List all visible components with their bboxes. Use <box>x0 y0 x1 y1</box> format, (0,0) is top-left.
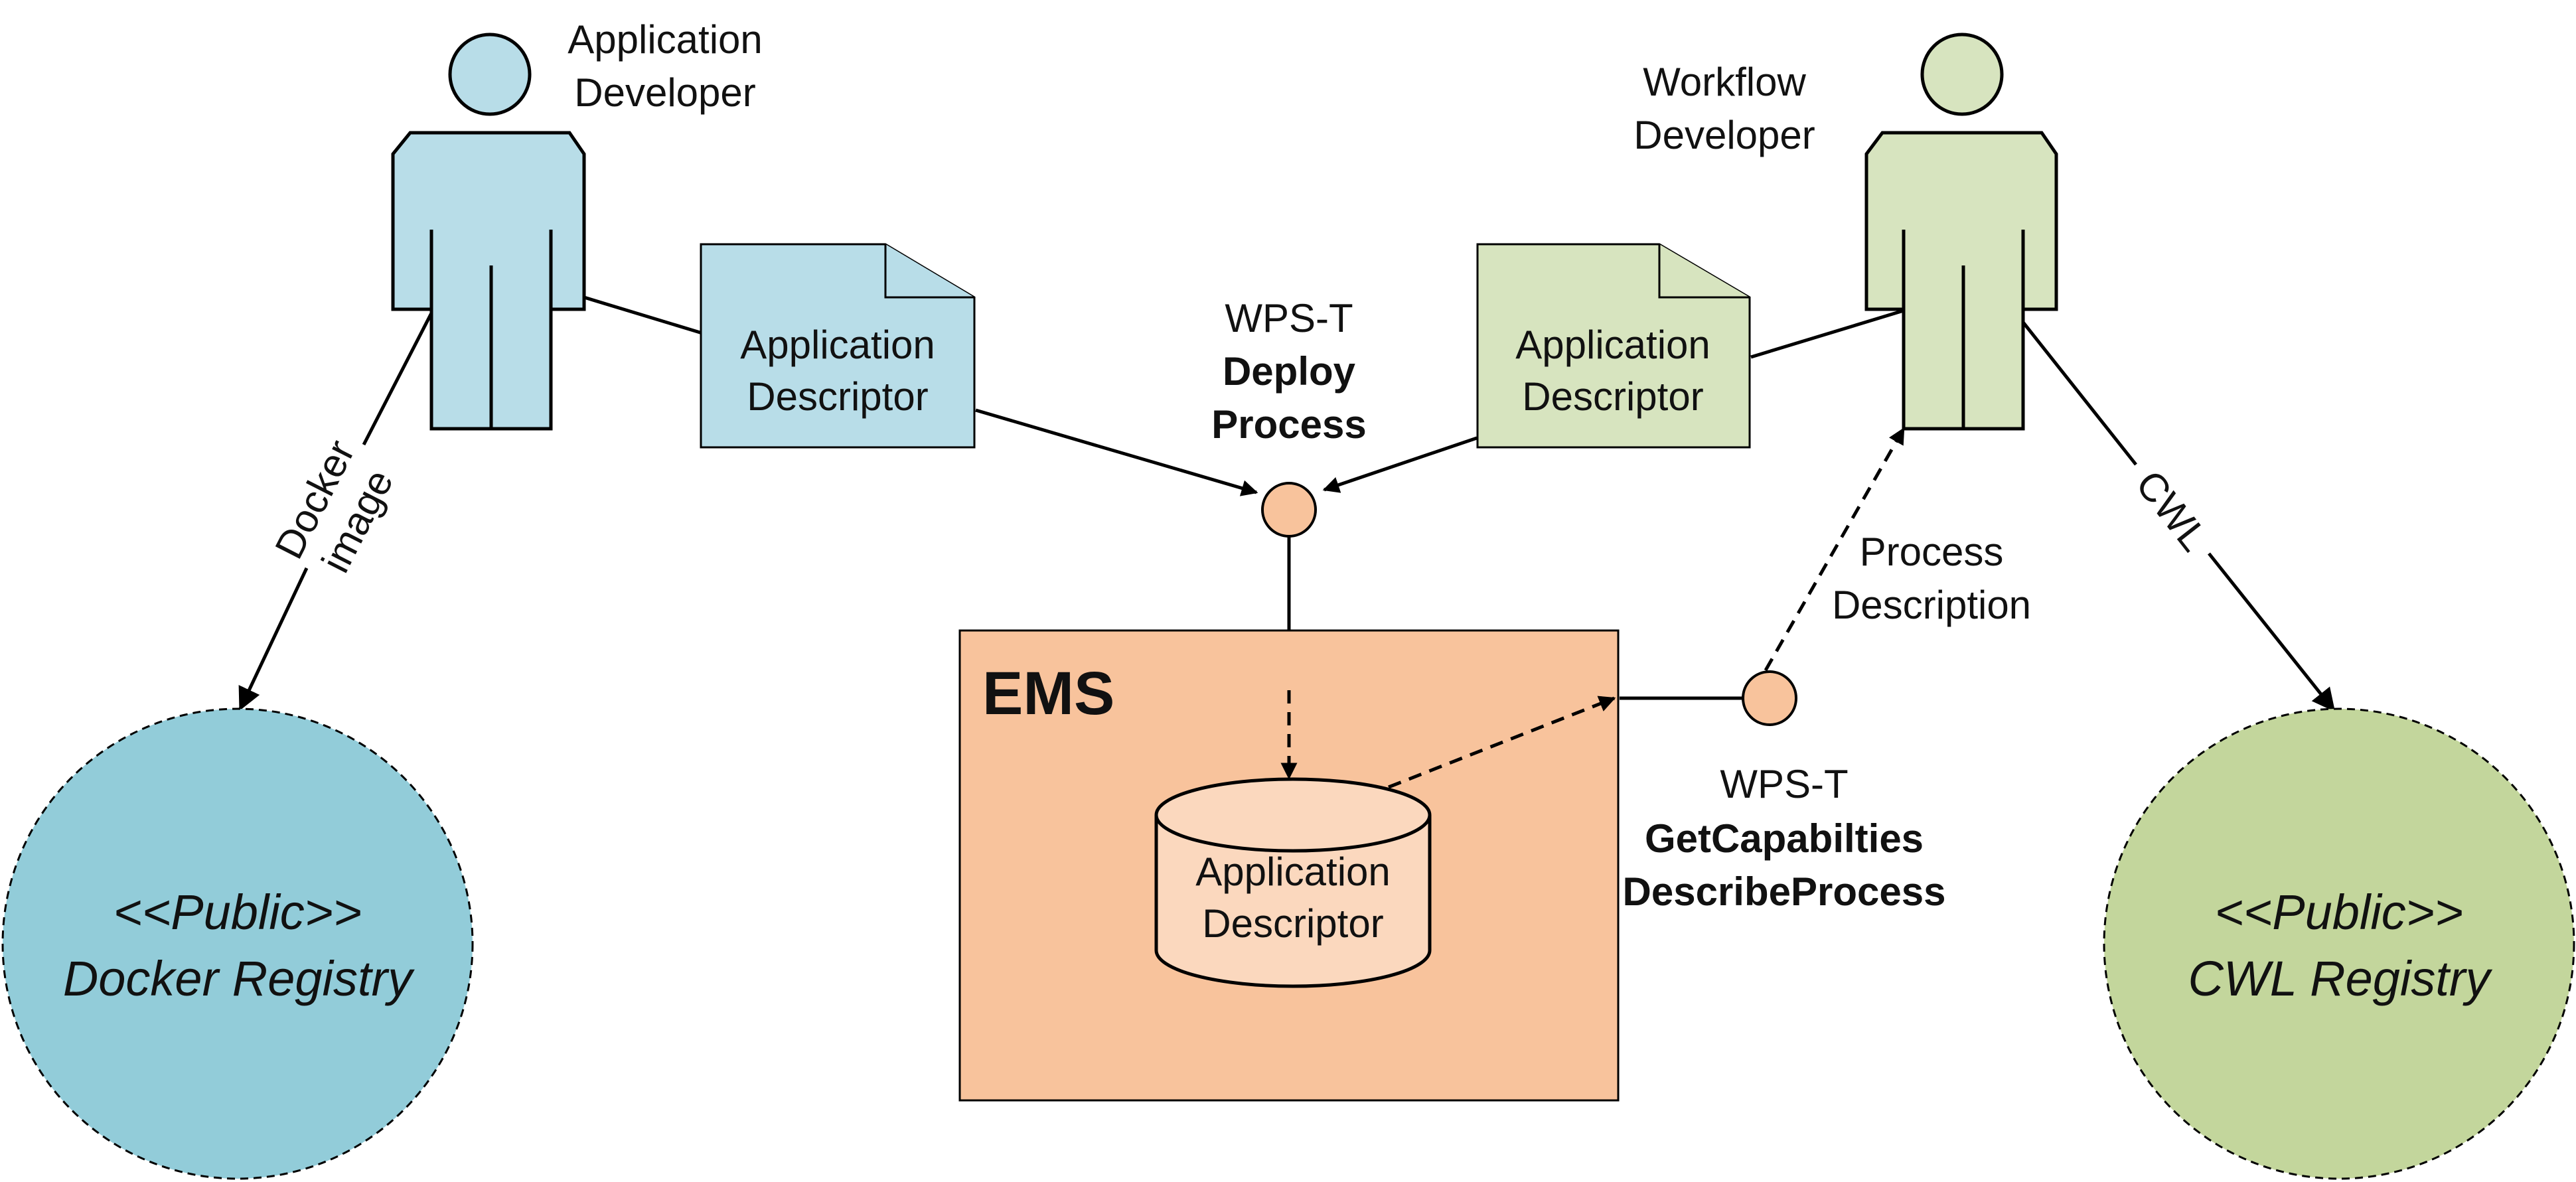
getcap-interface-op2: DescribeProcess <box>1623 869 1946 914</box>
cwl-registry: <<Public>> CWL Registry <box>2103 707 2575 1180</box>
deploy-interface-op2: Process <box>1211 402 1367 447</box>
edge-doc-to-deploy <box>975 408 1258 496</box>
application-developer-actor <box>391 33 586 431</box>
wf-dev-label-line1: Workflow <box>1643 60 1806 104</box>
wf-dev-head <box>1920 33 2004 116</box>
app-dev-label-line1: Application <box>568 17 763 62</box>
docker-registry: <<Public>> Docker Registry <box>1 707 474 1180</box>
wf-dev-label-line2: Developer <box>1633 113 1815 157</box>
store-label-line2: Descriptor <box>1202 901 1383 946</box>
getcap-port <box>1742 670 1797 726</box>
doc-left-line1: Application <box>740 323 935 367</box>
app-descriptor-doc-left: Application Descriptor <box>700 243 976 449</box>
edge-docker-image-lower <box>238 567 309 711</box>
ems-title: EMS <box>982 660 1114 727</box>
workflow-developer-actor <box>1864 33 2058 431</box>
cwl-registry-stereotype: <<Public>> <box>2215 885 2463 940</box>
doc-right-line2: Descriptor <box>1522 374 1703 419</box>
cwl-registry-name: CWL Registry <box>2188 951 2492 1006</box>
process-description-line2: Description <box>1832 583 2031 627</box>
store-label-line1: Application <box>1195 850 1391 894</box>
edge-appdev-to-doc <box>583 295 703 335</box>
docker-registry-stereotype: <<Public>> <box>114 885 362 940</box>
docker-registry-name: Docker Registry <box>63 951 415 1006</box>
wf-dev-body <box>1864 131 2058 431</box>
edge-docker-image-upper <box>362 305 437 446</box>
doc-right-line1: Application <box>1515 323 1710 367</box>
doc-left-line2: Descriptor <box>747 374 928 419</box>
deploy-port <box>1261 482 1317 538</box>
cwl-label-text: CWL <box>2127 463 2217 559</box>
edge-process-description <box>1764 427 1906 672</box>
edge-store-to-getcap <box>1388 696 1616 789</box>
deploy-interface-prefix: WPS-T <box>1225 296 1353 340</box>
getcap-interface-prefix: WPS-T <box>1720 762 1848 806</box>
app-descriptor-doc-right: Application Descriptor <box>1476 243 1751 449</box>
app-dev-body <box>391 131 586 431</box>
edge-wfdev-to-wfdoc <box>1750 309 1904 359</box>
getcap-interface-op1: GetCapabilties <box>1645 816 1924 861</box>
descriptor-store: Application Descriptor <box>1154 777 1432 988</box>
edge-cwl-lower <box>2208 552 2336 712</box>
app-dev-head <box>448 33 532 116</box>
deploy-interface-op1: Deploy <box>1223 349 1356 394</box>
edge-cwl-upper <box>2018 316 2137 466</box>
docker-image-label: Docker image <box>266 433 402 579</box>
app-dev-label-line2: Developer <box>574 70 756 115</box>
process-description-line1: Process <box>1860 530 2004 574</box>
edge-wfdoc-to-deploy <box>1322 436 1477 493</box>
cwl-label: CWL <box>2127 463 2217 559</box>
